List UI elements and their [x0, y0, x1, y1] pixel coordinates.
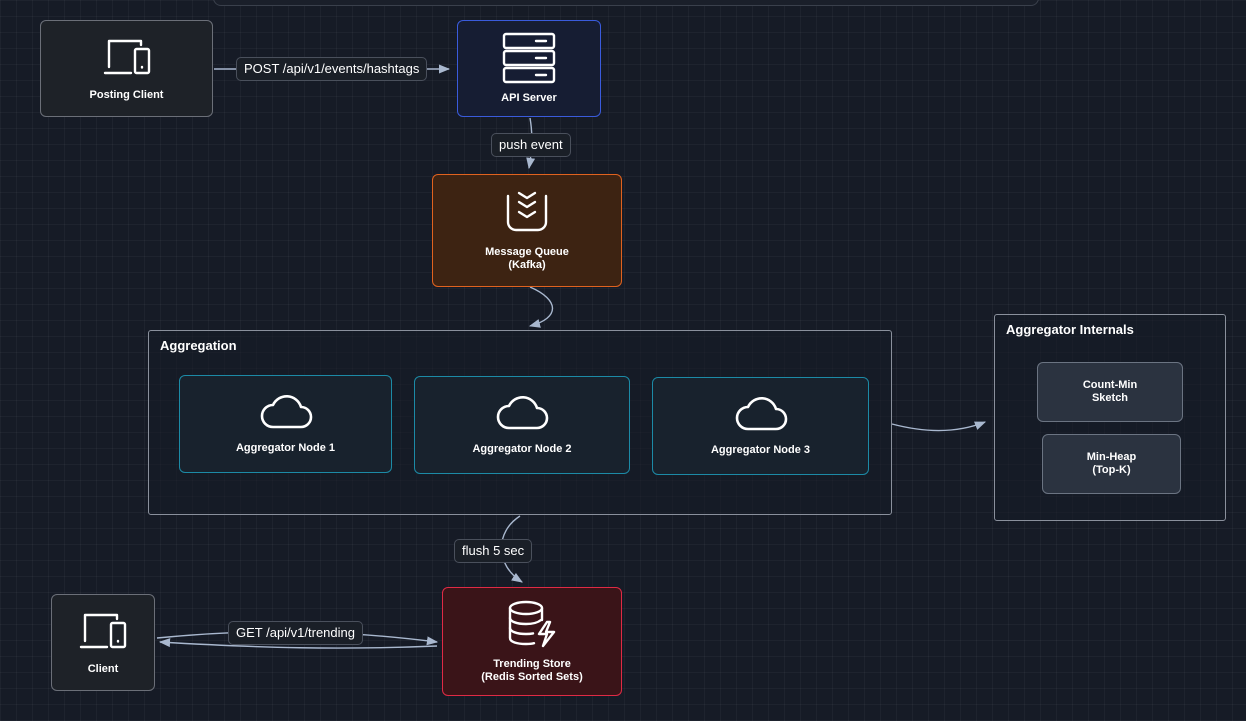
queue-icon — [504, 190, 550, 232]
cloud-icon — [259, 394, 313, 430]
edge-label-push: push event — [491, 133, 571, 157]
edge-aggregation-to-internals — [891, 421, 987, 432]
aggregator-internals-title: Aggregator Internals — [1006, 322, 1134, 337]
api-server-node[interactable]: API Server — [457, 20, 601, 117]
aggregator-node-1[interactable]: Aggregator Node 1 — [179, 375, 392, 473]
edge-label-flush: flush 5 sec — [454, 539, 533, 563]
edge-label-post: POST /api/v1/events/hashtags — [236, 57, 428, 81]
message-queue-node[interactable]: Message Queue (Kafka) — [432, 174, 622, 287]
message-queue-label: Message Queue (Kafka) — [485, 245, 569, 271]
database-bolt-icon — [507, 600, 557, 648]
min-heap-node[interactable]: Min-Heap (Top-K) — [1042, 434, 1181, 494]
aggregation-group-title: Aggregation — [160, 338, 237, 353]
aggregator-node-3[interactable]: Aggregator Node 3 — [652, 377, 869, 475]
min-heap-label: Min-Heap (Top-K) — [1086, 451, 1137, 476]
devices-icon — [77, 609, 129, 653]
count-min-sketch-label: Count-Min Sketch — [1082, 379, 1138, 404]
edge-queue-to-aggregation — [528, 286, 554, 328]
aggregator-node-3-label: Aggregator Node 3 — [710, 443, 810, 456]
cloud-icon — [495, 395, 549, 431]
edge-label-get: GET /api/v1/trending — [228, 621, 363, 645]
canvas-top-frame — [213, 0, 1039, 6]
client-label: Client — [87, 663, 119, 675]
cloud-icon — [734, 396, 788, 432]
aggregator-node-2[interactable]: Aggregator Node 2 — [414, 376, 630, 474]
aggregator-node-1-label: Aggregator Node 1 — [235, 441, 335, 454]
client-node[interactable]: Client — [51, 594, 155, 691]
aggregator-node-2-label: Aggregator Node 2 — [472, 442, 572, 455]
count-min-sketch-node[interactable]: Count-Min Sketch — [1037, 362, 1183, 422]
posting-client-label: Posting Client — [89, 89, 164, 101]
posting-client-node[interactable]: Posting Client — [40, 20, 213, 117]
trending-store-label: Trending Store (Redis Sorted Sets) — [481, 657, 583, 683]
server-icon — [502, 32, 556, 84]
api-server-label: API Server — [501, 92, 557, 104]
devices-icon — [101, 35, 153, 79]
trending-store-node[interactable]: Trending Store (Redis Sorted Sets) — [442, 587, 622, 696]
